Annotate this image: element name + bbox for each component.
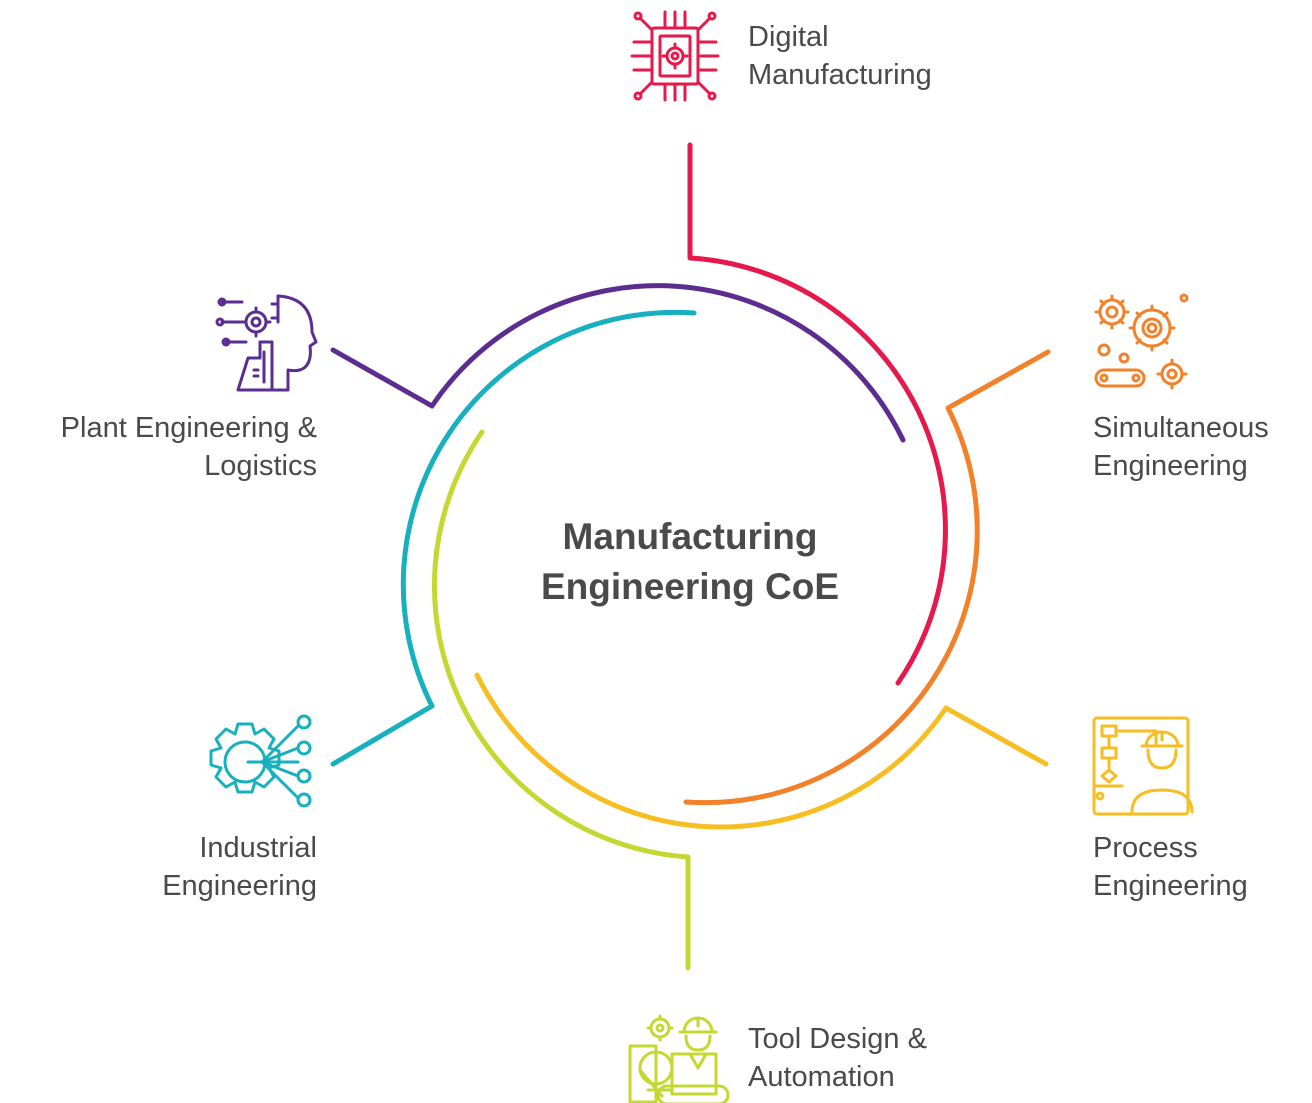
label-plant-engineering-logistics: Plant Engineering & Logistics (61, 409, 317, 485)
connector-tool (431, 429, 691, 971)
label-process-line2: Engineering (1093, 870, 1248, 902)
gears-conveyor-icon (1094, 293, 1189, 390)
connector-simultaneous (683, 349, 1051, 806)
label-tool-line2: Automation (748, 1061, 895, 1093)
label-process-line1: Process (1093, 832, 1198, 864)
center-title: Manufacturing Engineering CoE (440, 512, 940, 612)
ai-head-factory-icon (215, 294, 318, 392)
label-industrial-line2: Engineering (162, 870, 317, 902)
label-simultaneous-line2: Engineering (1093, 450, 1248, 482)
label-tool-line1: Tool Design & (748, 1023, 927, 1055)
designer-tools-icon (628, 1014, 730, 1103)
connector-industrial (330, 309, 697, 767)
label-digital-line1: Digital (748, 21, 829, 53)
label-plant-line2: Logistics (204, 450, 317, 482)
gear-network-icon (209, 714, 312, 808)
label-plant-line1: Plant Engineering & (60, 412, 317, 444)
label-digital-manufacturing: Digital Manufacturing (748, 18, 932, 94)
connector-digital (687, 142, 948, 686)
center-title-line1: Manufacturing (562, 516, 818, 557)
engineer-flowchart-icon (1092, 716, 1194, 816)
label-digital-line2: Manufacturing (748, 59, 932, 91)
label-industrial-line1: Industrial (199, 832, 317, 864)
center-title-line2: Engineering CoE (540, 566, 840, 607)
connector-plant (330, 283, 906, 443)
label-process-engineering: Process Engineering (1093, 829, 1248, 905)
circuit-chip-gear-icon (630, 10, 720, 102)
connector-process (474, 672, 1049, 830)
label-simultaneous-engineering: Simultaneous Engineering (1093, 409, 1269, 485)
label-tool-design-automation: Tool Design & Automation (748, 1020, 927, 1096)
label-simultaneous-line1: Simultaneous (1093, 412, 1269, 444)
label-industrial-engineering: Industrial Engineering (162, 829, 317, 905)
